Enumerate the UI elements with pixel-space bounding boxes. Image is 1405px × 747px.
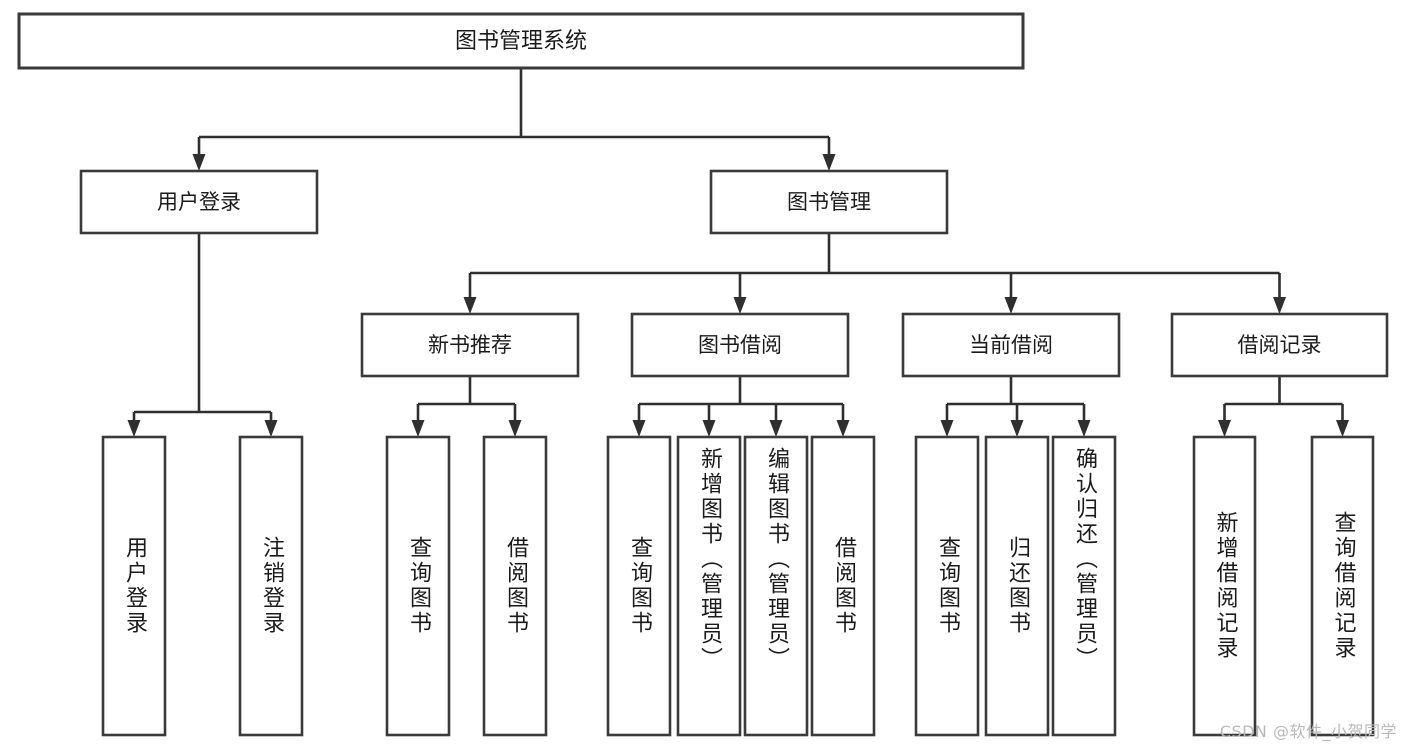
- node-box-book-borrow[interactable]: [630, 312, 850, 378]
- node-box-leaf-query-borrow-record[interactable]: [1310, 435, 1375, 737]
- node-box-leaf-return-book[interactable]: [984, 435, 1050, 737]
- arrow-head-leaf-user-logout: [264, 420, 278, 437]
- node-box-leaf-borrow-book[interactable]: [810, 435, 876, 737]
- arrow-head-new-book-recommend: [463, 297, 477, 314]
- node-box-root[interactable]: [17, 12, 1025, 70]
- arrow-head-leaf-query-book-recommend: [411, 420, 425, 437]
- node-box-user-login[interactable]: [79, 169, 319, 235]
- arrow-head-user-login: [192, 154, 206, 171]
- arrow-head-leaf-query-borrow-record: [1336, 420, 1349, 437]
- watermark-text: CSDN @软件_小贺同学: [1219, 722, 1397, 741]
- arrow-head-leaf-add-borrow-record: [1218, 420, 1231, 437]
- node-box-new-book-recommend[interactable]: [360, 312, 580, 378]
- arrow-head-leaf-borrow-book-recommend: [508, 420, 522, 437]
- arrow-head-leaf-borrow-book: [836, 420, 850, 437]
- arrow-head-borrow-record: [1273, 297, 1286, 314]
- node-box-leaf-user-login[interactable]: [101, 435, 167, 737]
- node-box-leaf-user-logout[interactable]: [238, 435, 304, 737]
- node-label-book-borrow: 图书借阅: [698, 333, 782, 357]
- node-box-leaf-add-borrow-record[interactable]: [1192, 435, 1257, 737]
- node-box-leaf-query-book-recommend[interactable]: [385, 435, 451, 737]
- arrow-head-leaf-add-book: [702, 420, 716, 437]
- arrow-head-book-borrow: [733, 297, 747, 314]
- node-box-borrow-record[interactable]: [1170, 312, 1389, 378]
- arrow-head-leaf-user-login: [127, 420, 141, 437]
- arrow-head-current-borrow: [1004, 297, 1018, 314]
- node-box-book-management[interactable]: [709, 169, 949, 235]
- arrow-head-leaf-query-book-borrow: [632, 420, 646, 437]
- node-box-leaf-borrow-book-recommend[interactable]: [482, 435, 548, 737]
- arrow-head-leaf-query-book-current: [940, 420, 954, 437]
- node-label-root: 图书管理系统: [455, 29, 587, 54]
- node-boxes-group: [17, 12, 1389, 737]
- node-box-leaf-confirm-return[interactable]: [1051, 435, 1117, 737]
- arrow-head-book-management: [822, 154, 836, 171]
- node-box-leaf-query-book-borrow[interactable]: [606, 435, 672, 737]
- node-label-current-borrow: 当前借阅: [969, 333, 1053, 357]
- node-label-book-management: 图书管理: [787, 190, 871, 214]
- node-box-leaf-add-book[interactable]: [676, 435, 742, 737]
- arrow-head-leaf-confirm-return: [1077, 420, 1091, 437]
- node-label-new-book-recommend: 新书推荐: [428, 333, 512, 357]
- arrow-head-leaf-return-book: [1010, 420, 1024, 437]
- node-box-leaf-edit-book[interactable]: [743, 435, 809, 737]
- arrow-head-leaf-edit-book: [769, 420, 783, 437]
- node-box-current-borrow[interactable]: [901, 312, 1121, 378]
- connectors-group: [127, 68, 1349, 437]
- node-label-user-login: 用户登录: [157, 190, 241, 214]
- node-box-leaf-query-book-current[interactable]: [914, 435, 980, 737]
- node-label-borrow-record: 借阅记录: [1238, 333, 1322, 357]
